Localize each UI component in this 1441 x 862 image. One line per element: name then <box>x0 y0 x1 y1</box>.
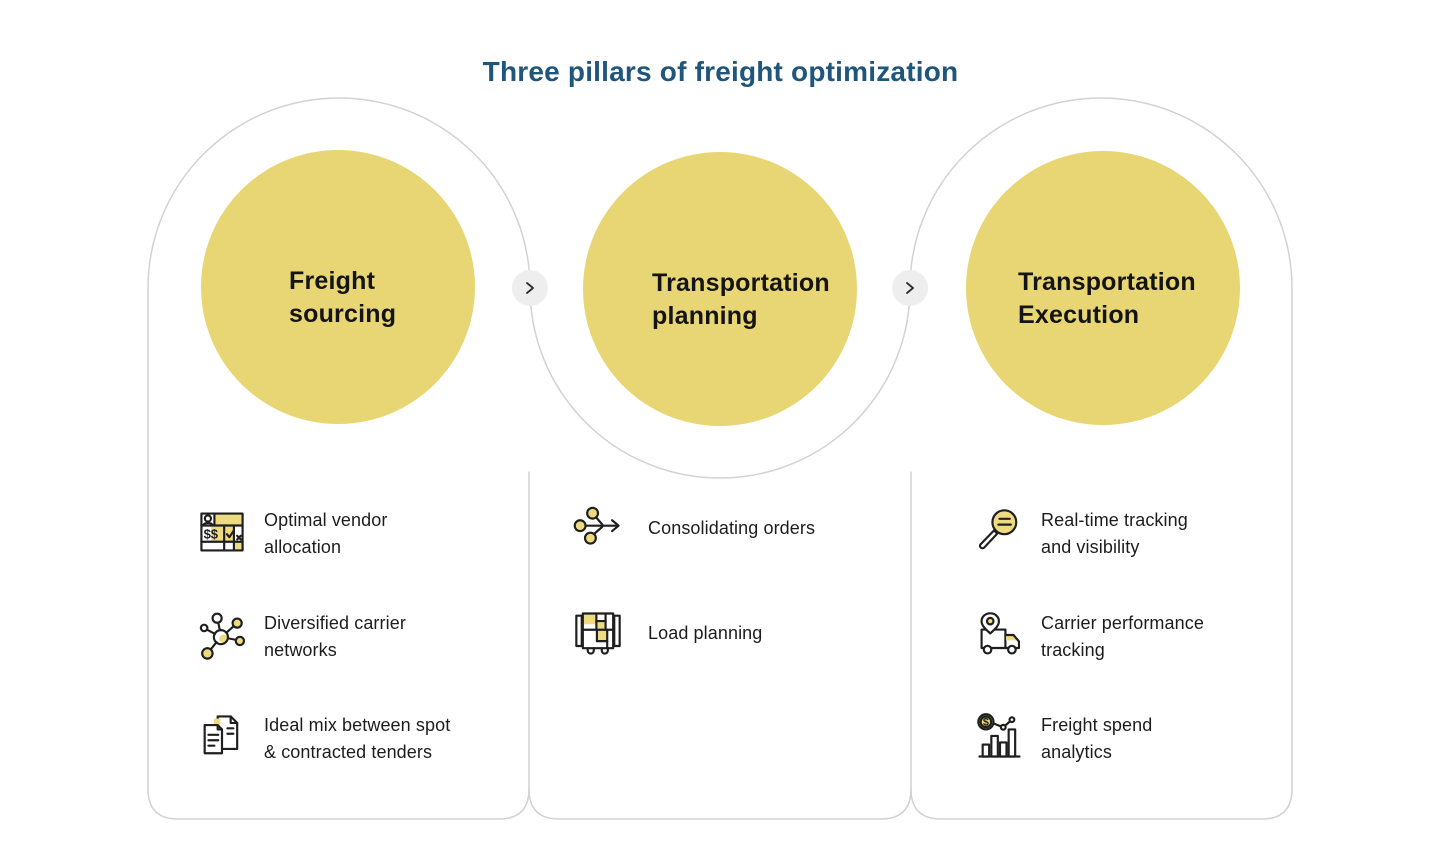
chevron-right-icon <box>906 282 914 294</box>
pillar-label-transportation-planning: Transportation planning <box>652 267 830 333</box>
pillar-circle-transportation-execution <box>966 151 1240 425</box>
carrier-network-icon <box>196 609 248 661</box>
pillar-label-freight-sourcing: Freight sourcing <box>289 265 396 331</box>
connector-1 <box>512 270 548 306</box>
pillar-circle-freight-sourcing <box>201 150 475 424</box>
item-text: Ideal mix between spot & contracted tend… <box>264 715 451 762</box>
svg-text:$$: $$ <box>204 527 219 542</box>
carrier-truck-pin-icon <box>974 609 1026 661</box>
svg-text:$: $ <box>983 717 989 729</box>
pillar-circle-transportation-planning <box>583 152 857 426</box>
load-planning-icon <box>572 607 624 659</box>
pillar-label-line: sourcing <box>289 300 397 328</box>
card-transportation-execution-border <box>910 788 1293 820</box>
pillar-label-line: Execution <box>1018 301 1140 329</box>
item-text: Optimal vendor allocation <box>264 510 388 557</box>
pillar-label-transportation-execution: Transportation Execution <box>1018 266 1196 332</box>
tracking-magnifier-icon <box>974 506 1026 558</box>
item-text: Load planning <box>648 623 763 643</box>
tender-documents-icon <box>196 711 248 763</box>
pillar-label-line: Freight <box>289 267 376 295</box>
item-text: Diversified carrier networks <box>264 613 406 660</box>
pillar-label-line: Transportation <box>652 269 830 297</box>
spend-analytics-icon: $ <box>974 711 1026 763</box>
item-text: Real-time tracking and visibility <box>1041 510 1188 557</box>
chevron-right-icon <box>526 282 534 294</box>
connector-2 <box>892 270 928 306</box>
vendor-allocation-table-icon: $$ <box>196 506 248 558</box>
item-text: Consolidating orders <box>648 518 816 538</box>
order-consolidation-icon <box>572 504 624 556</box>
pillar-label-line: Transportation <box>1018 268 1196 296</box>
page-title: Three pillars of freight optimization <box>482 56 959 87</box>
pillar-label-line: planning <box>652 302 758 330</box>
item-text: Carrier performance tracking <box>1041 613 1204 660</box>
item-text: Freight spend analytics <box>1041 715 1153 762</box>
